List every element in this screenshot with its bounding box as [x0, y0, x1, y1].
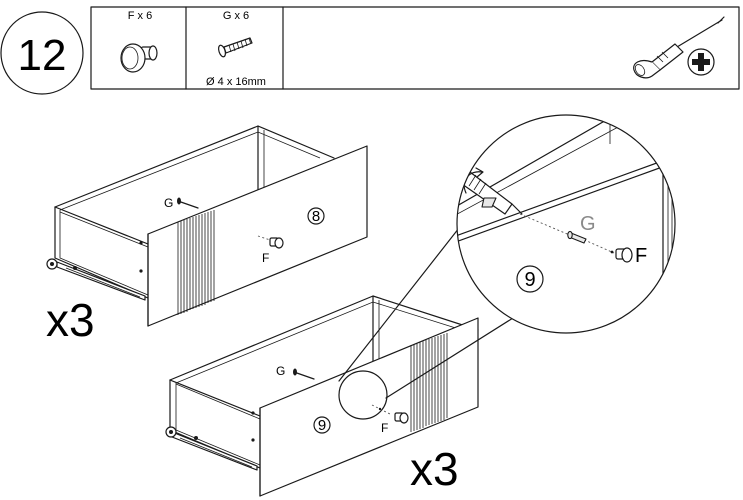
step-number: 12 — [18, 31, 67, 80]
screw-label-bottom: G — [276, 364, 285, 378]
knob-icon — [120, 43, 158, 73]
knob-f-detail — [610, 247, 633, 263]
step-badge: 12 — [0, 11, 84, 95]
detail-callout-circle — [338, 370, 388, 420]
quantity-top: x3 — [46, 294, 95, 346]
drawer-top: G F 8 x3 — [46, 125, 368, 346]
screw-g-detail — [567, 230, 587, 244]
part-g-size: Ø 4 x 16mm — [206, 76, 266, 88]
fluted-panel-detail — [177, 210, 215, 315]
panel-number-top: 8 — [312, 208, 320, 225]
phillips-screwdriver-icon — [633, 16, 725, 79]
quantity-bottom: x3 — [410, 443, 459, 495]
screw-label-top: G — [164, 196, 173, 210]
parts-table: F x 6 G x 6 Ø 4 x 16mm — [90, 6, 740, 90]
knob-label-bottom: F — [381, 421, 388, 435]
knob-label-detail: F — [635, 245, 647, 267]
panel-number-detail: 9 — [524, 269, 535, 291]
knob-f-top — [257, 235, 284, 249]
knob-label-top: F — [262, 251, 269, 265]
screw-g-bottom — [293, 368, 315, 380]
part-g-label: G x 6 — [223, 10, 249, 22]
screw-icon — [217, 37, 253, 58]
callout-leader — [338, 227, 460, 382]
screw-label-detail: G — [580, 213, 596, 235]
part-f-label: F x 6 — [128, 10, 152, 22]
screw-g-top — [177, 197, 199, 209]
knob-f-bottom — [371, 404, 409, 424]
panel-number-bottom: 9 — [318, 417, 326, 434]
fluted-panel-detail — [410, 333, 448, 432]
phillips-head-icon — [687, 48, 715, 76]
drawer-bottom: G F 9 x3 — [165, 295, 479, 497]
magnified-detail: G F 9 — [456, 114, 676, 334]
callout-leader — [385, 317, 514, 399]
